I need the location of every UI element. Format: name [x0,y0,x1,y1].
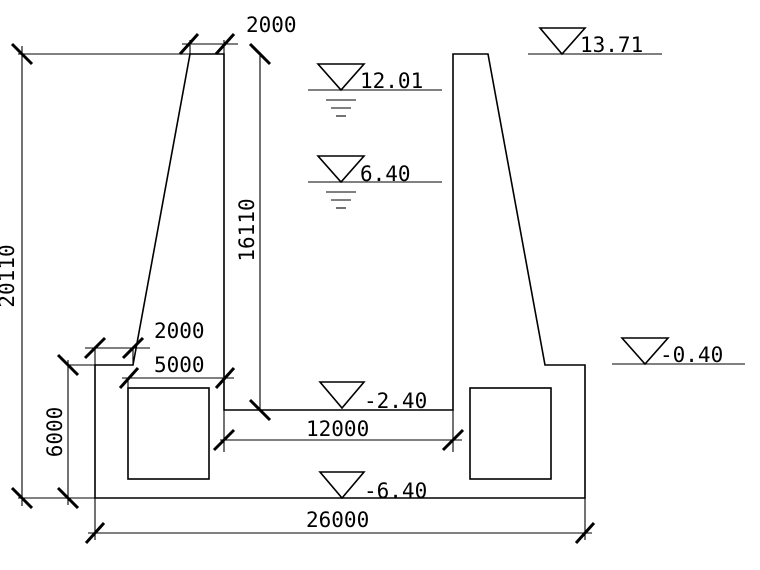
dimension-base-height: 6000 [43,353,95,510]
dim-base-height-text: 6000 [43,407,67,458]
left-culvert [127,387,210,480]
dimension-wall-top-width: 2000 [178,13,297,56]
elevation-marker-base: -6.40 [318,471,427,503]
dim-wall-top-width-text: 2000 [246,13,297,37]
dim-culvert-width-text: 5000 [154,353,205,377]
elevation-marker-water-high: 12.01 [308,63,442,117]
dimension-total-width: 26000 [84,498,596,545]
elevation-water-low-text: 6.40 [360,162,411,186]
elevation-marker-water-low: 6.40 [308,155,442,209]
dim-wall-bottom-offset-text: 2000 [154,319,205,343]
elevation-water-high-text: 12.01 [360,69,423,93]
elevation-ground-text: -0.40 [660,343,723,367]
elevation-base-text: -6.40 [364,479,427,503]
dim-total-height-text: 20110 [0,244,19,307]
right-culvert [469,387,552,480]
dimension-inner-width: 12000 [212,410,465,452]
dimension-total-height: 20110 [0,42,190,510]
elevation-inner-floor-text: -2.40 [364,389,427,413]
dim-total-width-text: 26000 [306,508,369,532]
elevation-marker-ground: -0.40 [612,337,745,367]
dim-inner-width-text: 12000 [306,417,369,441]
elevation-marker-inner-floor: -2.40 [318,381,427,413]
dimension-culvert-width: 5000 [118,353,236,390]
dimension-inner-wall-height: 16110 [235,42,272,422]
dim-inner-wall-height-text: 16110 [235,198,259,261]
elevation-top-text: 13.71 [580,33,643,57]
elevation-marker-top: 13.71 [528,27,662,57]
dimension-wall-bottom-offset: 2000 [83,319,205,365]
